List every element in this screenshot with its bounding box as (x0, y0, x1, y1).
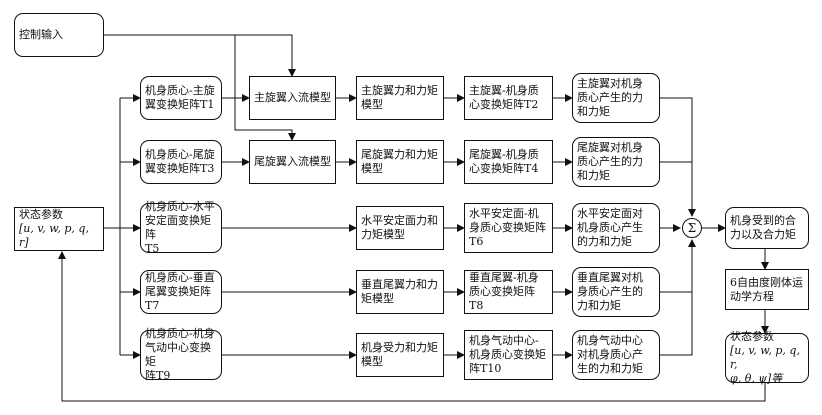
tail-rotor-result-node: 尾旋翼对机身 质心产生的力 和力矩 (572, 137, 660, 187)
transform-t8-node: 垂直尾翼-机身 质心变换矩阵T8 (464, 270, 553, 314)
transform-t1-node: 机身质心-主旋 翼变换矩阵T1 (140, 76, 222, 120)
transform-t3-node: 机身质心-尾旋 翼变换矩阵T3 (140, 140, 222, 184)
tail-rotor-inflow-node: 尾旋翼入流模型 (249, 140, 336, 184)
transform-t10-node: 机身气动中心- 机身质心变换矩 阵T10 (464, 330, 553, 380)
transform-t5-node: 机身质心-水平 安定面变换矩阵 T5 (140, 200, 222, 255)
vertical-tail-result-node: 垂直尾翼对机 身质心产生的 力和力矩 (572, 267, 660, 317)
fuselage-force-model-node: 机身受力和力矩 模型 (356, 333, 444, 377)
transform-t7-node: 机身质心-垂直 尾翼变换矩阵T7 (140, 270, 222, 314)
state-params-output-node: 状态参数 [u, v, w, p, q, r, φ, θ, ψ]等 (725, 330, 809, 385)
main-rotor-result-node: 主旋翼对机身 质心产生的力 和力矩 (572, 73, 660, 123)
transform-t2-node: 主旋翼-机身质 心变换矩阵T2 (464, 76, 553, 120)
summation-node: Σ (682, 218, 702, 238)
transform-t9-node: 机身质心-机身 气动中心变换矩 阵T9 (140, 327, 222, 382)
control-input-node: 控制输入 (14, 13, 104, 57)
state-params-input-node: 状态参数 [u, v, w, p, q, r] (14, 207, 104, 251)
main-rotor-force-model-node: 主旋翼力和力矩 模型 (356, 76, 444, 120)
transform-t4-node: 尾旋翼-机身质 心变换矩阵T4 (464, 140, 553, 184)
main-rotor-inflow-node: 主旋翼入流模型 (249, 76, 336, 120)
tail-rotor-force-model-node: 尾旋翼力和力矩 模型 (356, 140, 444, 184)
horizontal-stabilizer-result-node: 水平安定面对 机身质心产生 的力和力矩 (572, 203, 660, 253)
fuselage-result-node: 机身气动中心 对机身质心产 生的力和力矩 (572, 330, 660, 380)
rigid-body-equations-node: 6自由度刚体运 动学方程 (725, 269, 809, 310)
transform-t6-node: 水平安定面-机 身质心变换矩阵 T6 (464, 203, 553, 253)
total-force-node: 机身受到的合 力以及合力矩 (725, 207, 809, 249)
horizontal-stabilizer-force-model-node: 水平安定面力和 力矩模型 (356, 206, 444, 250)
vertical-tail-force-model-node: 垂直尾翼力和力 矩模型 (356, 270, 444, 314)
